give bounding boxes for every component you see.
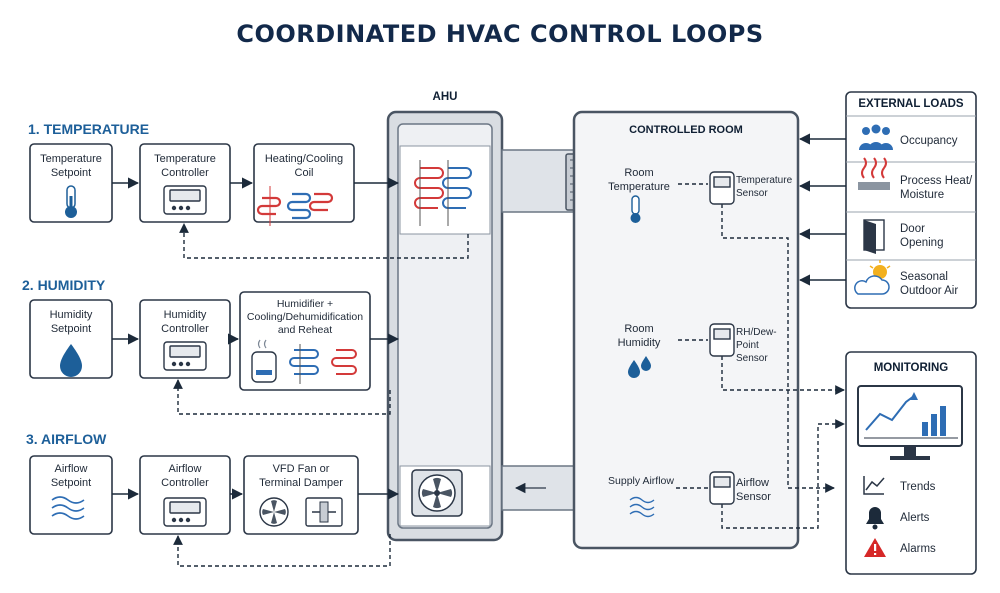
- room-humidity-label: Room Humidity: [617, 323, 661, 349]
- coil-icon: [289, 344, 357, 384]
- monitoring-trends: Trends: [900, 481, 936, 493]
- damper-icon: [305, 497, 343, 527]
- airflow-controller-label: Airflow Controller: [161, 463, 209, 489]
- section-humidity: 2. HUMIDITY: [22, 277, 106, 293]
- load-door-opening: Door Opening: [900, 223, 944, 249]
- monitoring-title: MONITORING: [873, 362, 949, 374]
- weather-icon: [854, 260, 891, 295]
- signal-arrows: [112, 133, 846, 500]
- return-duct: [501, 465, 575, 511]
- sensor-icon: [709, 171, 735, 505]
- temperature-sensor-label: Temperature Sensor: [736, 175, 793, 199]
- humidity-sensor-label: RH/Dew-Point Sensor: [736, 327, 777, 364]
- coil-icon: [414, 160, 472, 226]
- temperature-controller-label: Temperature Controller: [154, 153, 216, 179]
- external-loads-title: EXTERNAL LOADS: [858, 98, 964, 110]
- warning-icon: [864, 538, 886, 557]
- thermostat-icon: [163, 185, 207, 527]
- door-icon: [863, 219, 885, 254]
- feedback-lines: [173, 183, 845, 567]
- airflow-icon: [629, 496, 655, 518]
- room-temperature-label: Room Temperature: [608, 167, 670, 193]
- coil-icon: [256, 186, 334, 226]
- monitor-chart-icon: [857, 385, 963, 460]
- supply-airflow-label: Supply Airflow: [608, 475, 674, 487]
- airflow-icon: [51, 496, 85, 520]
- load-process-heat: Process Heat/ Moisture: [900, 175, 973, 201]
- water-drop-icon: [60, 344, 82, 377]
- monitoring-alarms: Alarms: [900, 543, 936, 555]
- temperature-setpoint-label: Temperature Setpoint: [40, 153, 102, 179]
- ahu-label: AHU: [432, 91, 458, 103]
- people-icon: [859, 124, 893, 150]
- load-occupancy: Occupancy: [900, 135, 958, 147]
- room-label: CONTROLLED ROOM: [629, 124, 743, 136]
- humidity-controller-label: Humidity Controller: [161, 309, 209, 335]
- heat-icon: [858, 157, 890, 190]
- water-drop-icon: [628, 356, 651, 378]
- vfd-fan-label: VFD Fan or Terminal Damper: [259, 463, 343, 489]
- section-airflow: 3. AIRFLOW: [26, 431, 107, 447]
- airflow-sensor-label: Airflow Sensor: [736, 477, 771, 503]
- trend-icon: [863, 476, 885, 495]
- humidity-setpoint-label: Humidity Setpoint: [49, 309, 93, 335]
- humidifier-label: Humidifier + Cooling/Dehumidification an…: [246, 298, 364, 336]
- monitoring-alerts: Alerts: [900, 512, 930, 524]
- airflow-setpoint-label: Airflow Setpoint: [50, 463, 92, 489]
- bell-icon: [866, 507, 884, 530]
- fan-icon: [411, 469, 463, 517]
- diagram-title: COORDINATED HVAC CONTROL LOOPS: [236, 20, 764, 48]
- thermometer-icon: [65, 185, 77, 218]
- humidifier-icon: [251, 339, 277, 383]
- controlled-room: [572, 110, 800, 550]
- load-seasonal-outdoor-air: Seasonal Outdoor Air: [900, 271, 959, 297]
- fan-icon: [259, 497, 289, 527]
- thermometer-icon: [630, 195, 641, 223]
- heating-cooling-coil-label: Heating/Cooling Coil: [264, 153, 344, 179]
- section-temperature: 1. TEMPERATURE: [28, 121, 150, 137]
